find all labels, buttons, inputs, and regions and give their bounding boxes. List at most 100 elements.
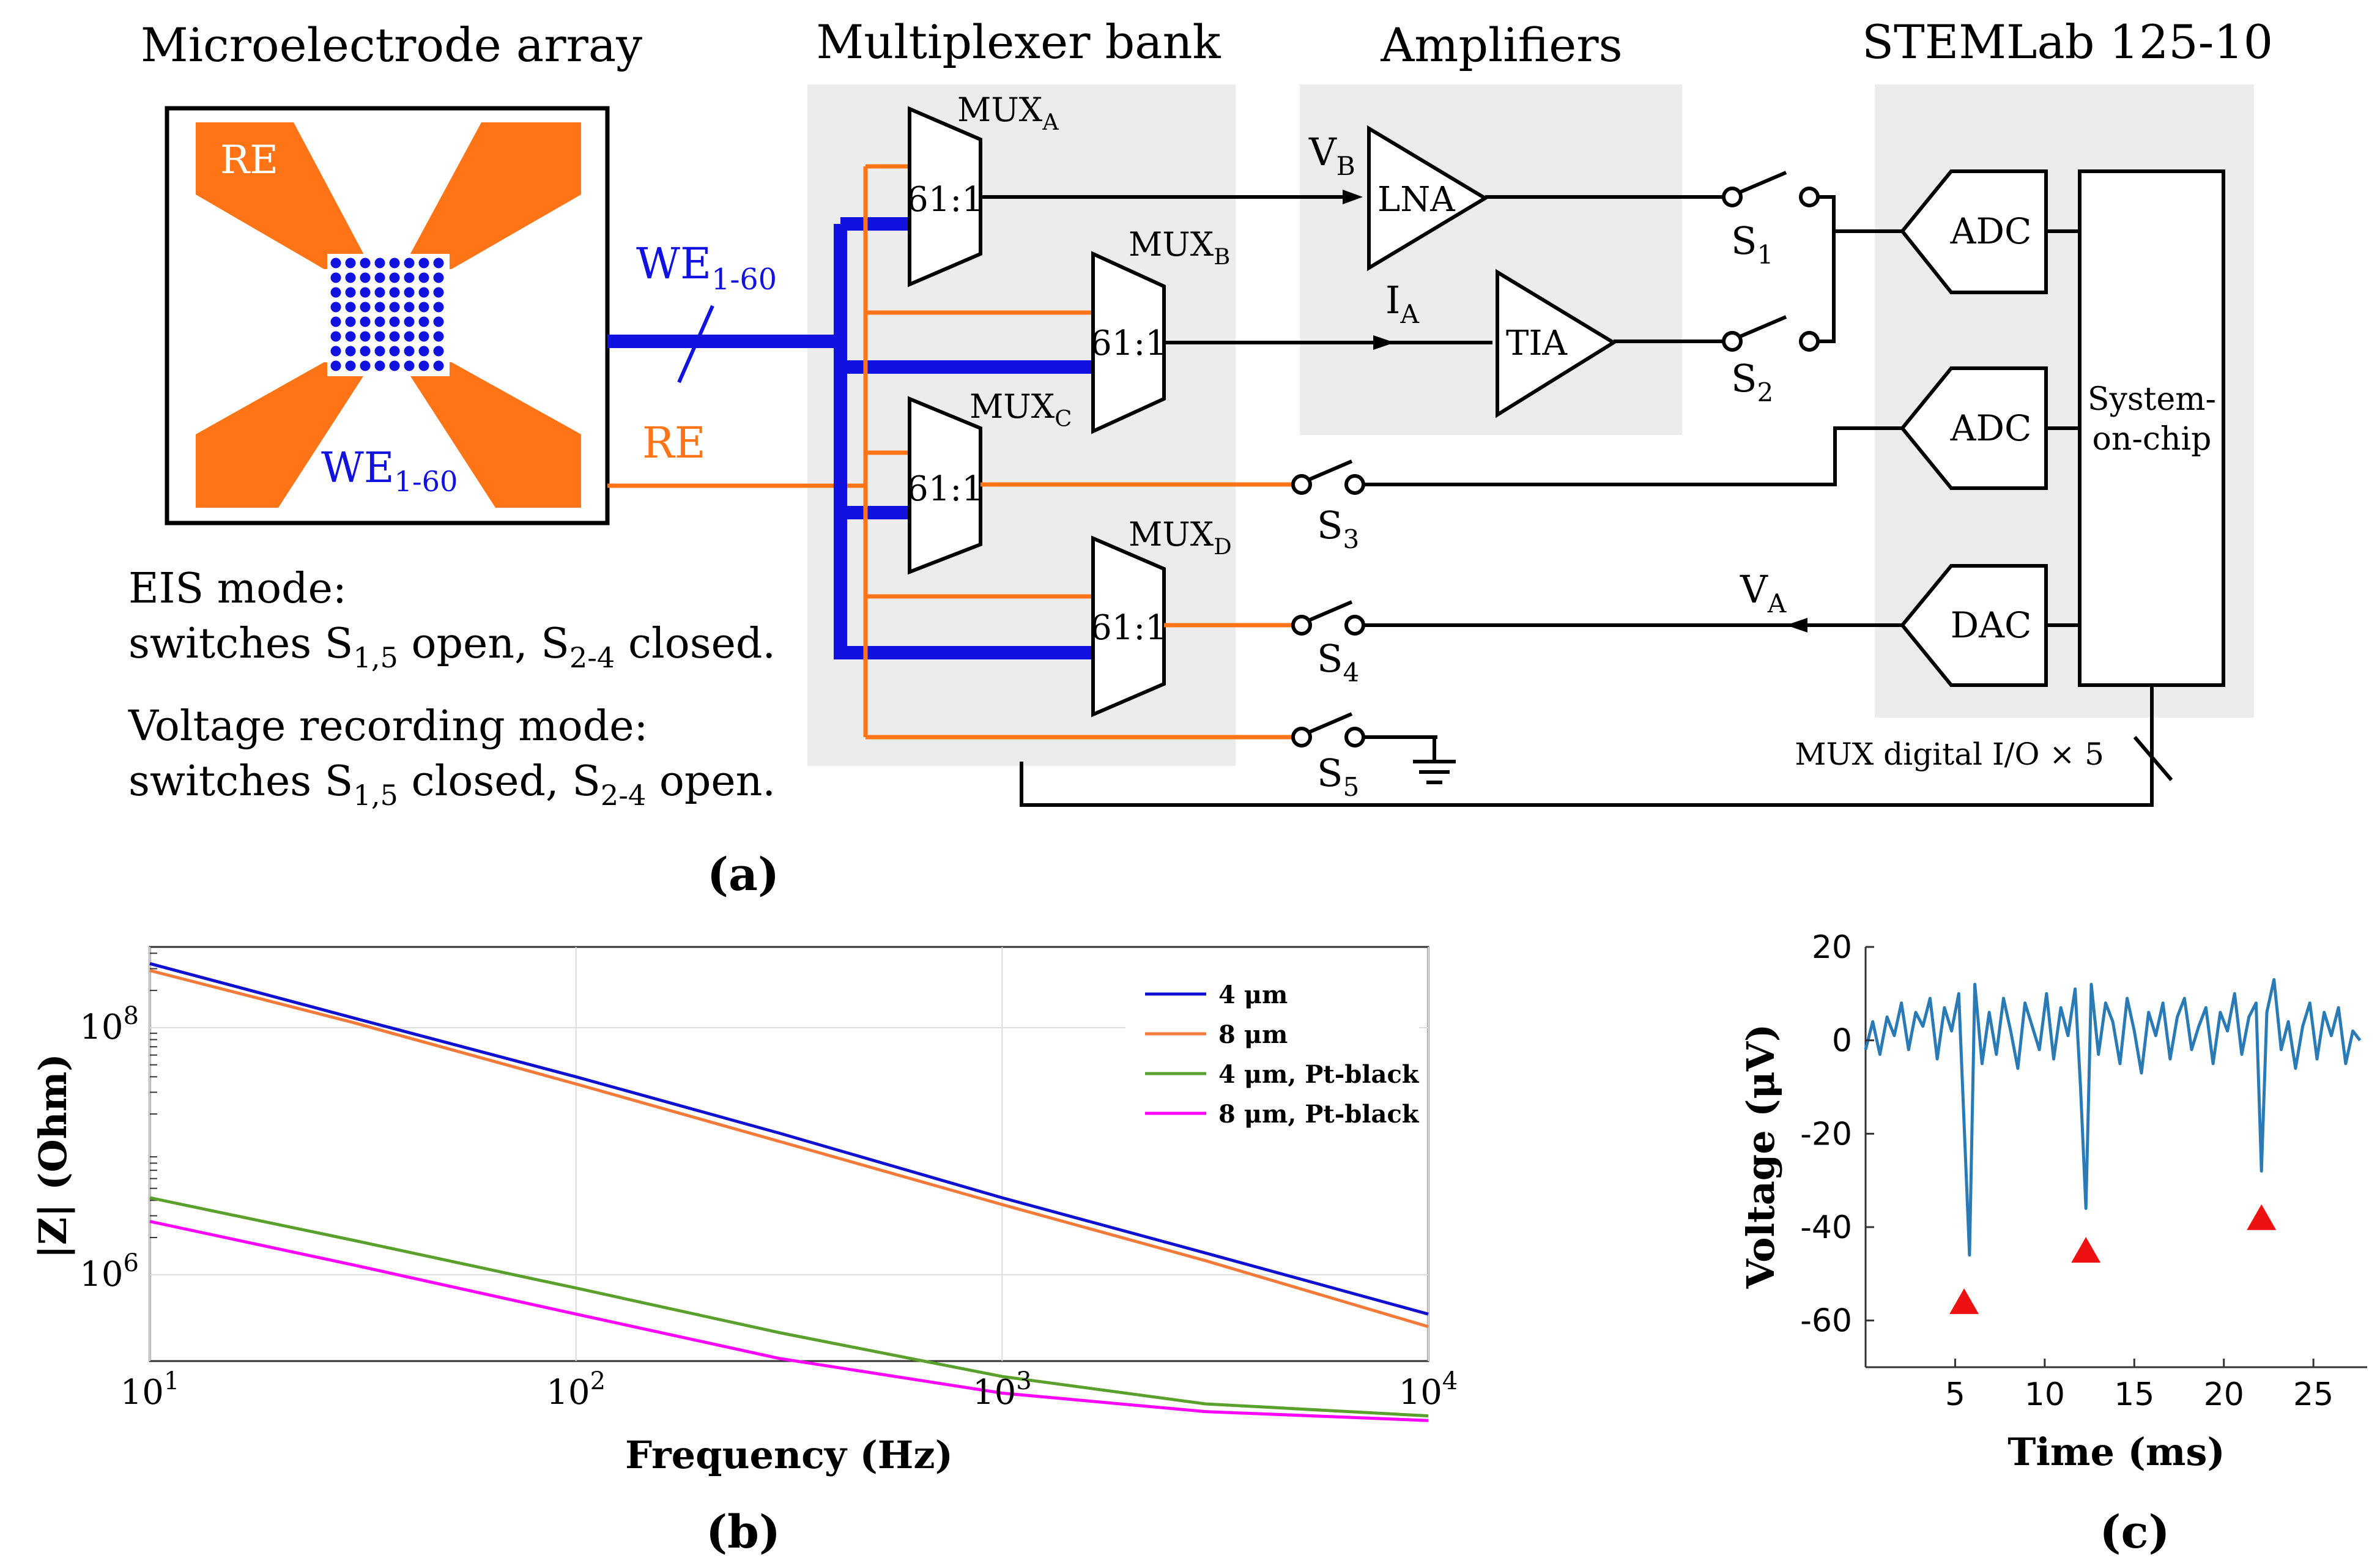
series-line <box>149 962 1429 1316</box>
section-title-amplifiers: Amplifiers <box>1380 18 1622 72</box>
vb-label: VB <box>1308 130 1355 181</box>
system-on-chip: System- on-chip <box>2078 169 2225 687</box>
electrode-dot <box>404 258 415 269</box>
electrode-dot <box>374 346 385 357</box>
y-tick-label: -20 <box>1800 1116 1852 1152</box>
mea-we-label: WE1-60 <box>321 444 458 498</box>
electrode-dot <box>389 287 400 298</box>
electrode-dot <box>345 287 356 298</box>
y-tick-label: 20 <box>1812 929 1852 966</box>
chart-b-ylabel: |Z| (Ohm) <box>31 1053 75 1258</box>
mux-c-ratio: 61:1 <box>906 469 984 509</box>
x-tick-label: 101 <box>120 1367 180 1412</box>
electrode-dot <box>418 287 429 298</box>
electrode-grid-area <box>327 254 450 376</box>
electrode-dot <box>330 316 341 327</box>
legend-label: 8 μm <box>1218 1020 1288 1049</box>
mux-a: 61:1 MUXA <box>906 91 1059 288</box>
chart-c-ylabel: Voltage (μV) <box>1738 1024 1783 1290</box>
electrode-dot <box>345 272 356 283</box>
electrode-dot <box>330 272 341 283</box>
electrode-dot <box>389 302 400 313</box>
amplifiers-background <box>1300 84 1682 435</box>
y-tick-label: 106 <box>80 1249 139 1294</box>
digital-io-slash <box>2133 736 2173 781</box>
x-tick-label: 103 <box>973 1367 1032 1412</box>
x-tick-label: 102 <box>546 1367 606 1412</box>
adc-block-2: ADC <box>1900 366 2048 490</box>
dac-label: DAC <box>1951 604 2032 646</box>
mux-d-ratio: 61:1 <box>1090 608 1167 648</box>
x-tick-label: 104 <box>1399 1367 1458 1412</box>
electrode-dot <box>389 331 400 342</box>
mux-b-name: MUXB <box>1129 225 1230 270</box>
tia-label: TIA <box>1506 324 1567 363</box>
mux-digital-io-line <box>1020 685 2154 807</box>
panel-a: Microelectrode array Multiplexer bank Am… <box>128 15 2273 901</box>
we-bus-label: WE1-60 <box>636 239 777 297</box>
electrode-dot <box>404 331 415 342</box>
vb-arrow <box>1343 190 1363 204</box>
electrode-dot <box>330 287 341 298</box>
soc-connections <box>2046 229 2080 627</box>
series-line <box>149 1196 1429 1418</box>
chart-c-series <box>1864 978 2362 1257</box>
electrode-dot <box>433 258 444 269</box>
ia-label: IA <box>1385 278 1420 329</box>
electrode-dot <box>360 287 371 298</box>
spike-marker <box>2071 1237 2101 1263</box>
electrode-dot <box>404 316 415 327</box>
re-pad-top-right <box>404 122 581 269</box>
switch-s3-label: S3 <box>1317 503 1359 554</box>
x-tick-label: 15 <box>2114 1376 2154 1413</box>
electrode-dot <box>389 272 400 283</box>
switch-s2-label: S2 <box>1731 356 1773 407</box>
va-arrow <box>1786 618 1807 633</box>
x-tick-label: 20 <box>2204 1376 2244 1413</box>
electrode-dot <box>330 346 341 357</box>
electrode-dots <box>330 258 444 371</box>
panel-a-label: (a) <box>707 848 779 901</box>
eis-mode-title: EIS mode: <box>128 565 347 613</box>
tia-amplifier <box>1496 269 1617 418</box>
y-tick-label: -60 <box>1800 1303 1852 1340</box>
ia-arrow <box>1373 335 1395 350</box>
electrode-dot <box>360 346 371 357</box>
electrode-dot <box>360 316 371 327</box>
electrode-dot <box>374 287 385 298</box>
electrode-dot <box>330 302 341 313</box>
electrode-dot <box>404 287 415 298</box>
electrode-dot <box>330 360 341 371</box>
adc-1-label: ADC <box>1950 210 2032 252</box>
x-tick-label: 25 <box>2293 1376 2334 1413</box>
electrode-dot <box>374 360 385 371</box>
va-label: VA <box>1740 567 1787 618</box>
mux-b-ratio: 61:1 <box>1090 324 1167 363</box>
legend-label: 8 μm, Pt-black <box>1218 1100 1420 1129</box>
electrode-dot <box>389 346 400 357</box>
mux-a-ratio: 61:1 <box>906 180 984 220</box>
adc-wiring <box>1363 195 1905 739</box>
voltage-mode-title: Voltage recording mode: <box>128 702 648 751</box>
mux-c-name: MUXC <box>969 387 1072 432</box>
electrode-dot <box>418 258 429 269</box>
electrode-dot <box>345 316 356 327</box>
ground-icon <box>1413 737 1456 784</box>
electrode-dot <box>418 272 429 283</box>
x-tick-label: 5 <box>1945 1376 1965 1413</box>
eis-mode-desc: switches S1,5 open, S2-4 closed. <box>128 620 776 674</box>
we-distribution <box>834 217 1095 659</box>
y-tick-label: 108 <box>80 1002 139 1047</box>
chart-b-series <box>149 962 1429 1422</box>
mux-a-name: MUXA <box>957 91 1059 135</box>
x-tick-label: 10 <box>2025 1376 2065 1413</box>
re-pad-bottom-right <box>404 362 581 508</box>
electrode-dot <box>418 346 429 357</box>
electrode-dot <box>418 302 429 313</box>
electrode-dot <box>433 346 444 357</box>
voltage-mode-desc: switches S1,5 closed, S2-4 open. <box>128 757 776 812</box>
section-title-stemlab: STEMLab 125-10 <box>1862 15 2273 69</box>
re-pad-bottom-left <box>196 362 370 508</box>
